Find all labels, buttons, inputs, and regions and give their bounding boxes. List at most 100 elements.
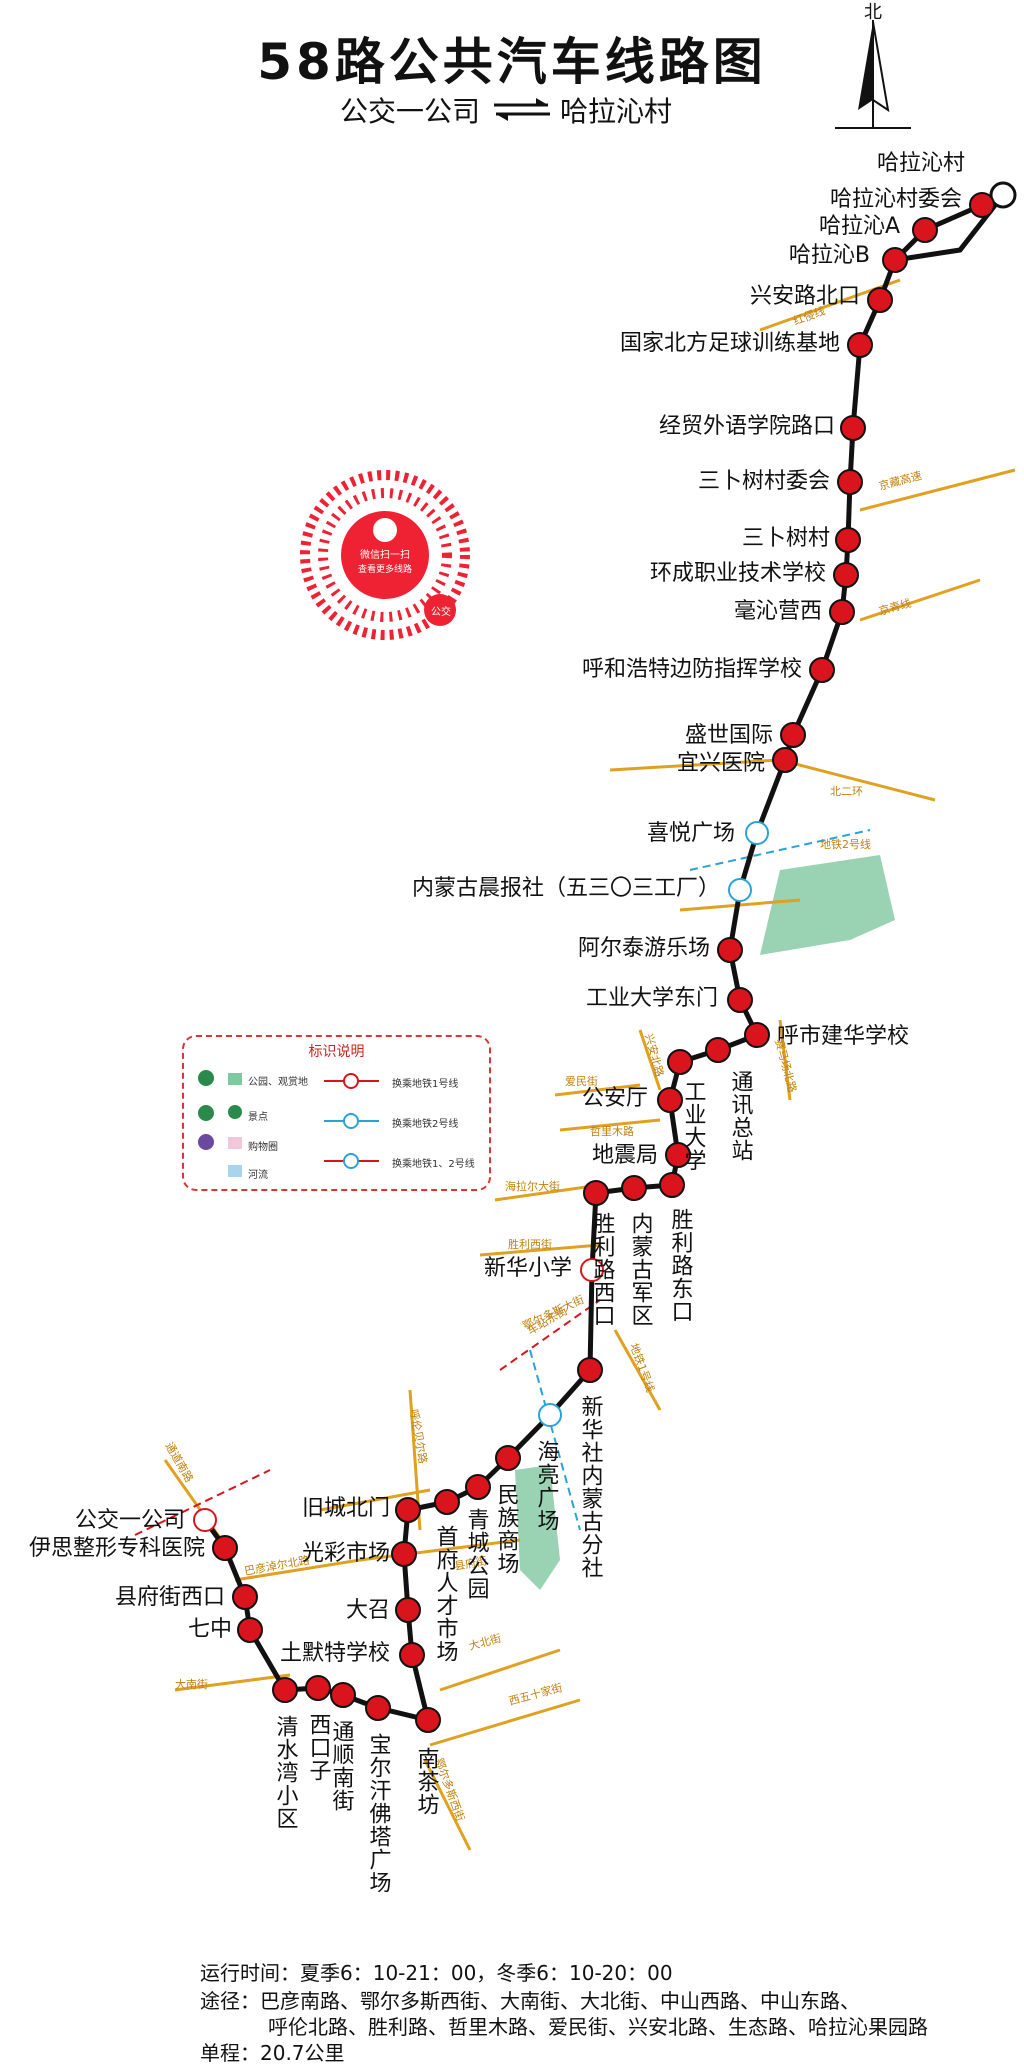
- stop-label: 地震局: [592, 1143, 658, 1168]
- stop-label: 首府人才市场: [433, 1525, 459, 1663]
- stop-label: 哈拉沁村: [877, 151, 965, 176]
- stop-label: 工业大学: [681, 1080, 707, 1172]
- legend-title: 标识说明: [308, 1044, 365, 1060]
- road-label: 爱民街: [565, 1074, 598, 1088]
- shopping-swatch: [228, 1137, 242, 1149]
- legend-park: 公园、观赏地: [248, 1077, 308, 1088]
- stop-marker[interactable]: [232, 1584, 258, 1610]
- stop-label: 宝尔汗佛塔广场: [366, 1733, 392, 1894]
- stop-marker[interactable]: [395, 1497, 421, 1523]
- stop-marker[interactable]: [969, 192, 995, 218]
- road-line: [174, 1673, 291, 1692]
- stop-marker[interactable]: [840, 415, 866, 441]
- road-label: 胜利西街: [508, 1237, 552, 1251]
- stop-label: 大召: [346, 1598, 390, 1623]
- park-swatch: [228, 1073, 242, 1085]
- road-line: [554, 1083, 641, 1097]
- stop-marker[interactable]: [415, 1707, 441, 1733]
- metro1-line: [499, 1299, 601, 1371]
- stop-marker[interactable]: [833, 562, 859, 588]
- road-line: [439, 1648, 561, 1692]
- stop-marker[interactable]: [882, 247, 908, 273]
- road-label: 大北街: [467, 1631, 502, 1653]
- stop-marker[interactable]: [434, 1489, 460, 1515]
- stop-label: 新华小学: [484, 1256, 572, 1281]
- footer-hours: 运行时间：夏季6：10-21：00，冬季6：10-20：00: [200, 1961, 673, 1985]
- stop-marker[interactable]: [391, 1541, 417, 1567]
- footer-distance: 单程：20.7公里: [200, 2041, 345, 2065]
- stop-marker[interactable]: [193, 1508, 217, 1532]
- stop-label: 县府街西口: [115, 1585, 225, 1610]
- qr-code[interactable]: 微信扫一扫 查看更多线路 公交: [300, 470, 470, 640]
- stop-marker[interactable]: [399, 1642, 425, 1668]
- road-label: 西五十家街: [507, 1680, 564, 1708]
- stop-label: 海亮广场: [534, 1440, 560, 1532]
- stop-marker[interactable]: [395, 1597, 421, 1623]
- road-line: [778, 1019, 792, 1101]
- stop-marker[interactable]: [809, 657, 835, 683]
- stop-label: 旧城北门: [302, 1496, 390, 1521]
- stop-marker[interactable]: [847, 332, 873, 358]
- metro2-line: [529, 1349, 581, 1531]
- stop-marker[interactable]: [657, 1087, 683, 1113]
- stop-label: 南茶坊: [414, 1747, 440, 1816]
- stop-marker[interactable]: [867, 287, 893, 313]
- road-label: 海拉尔大街: [505, 1179, 560, 1193]
- stop-label: 盛世国际: [685, 723, 773, 748]
- stop-marker[interactable]: [772, 747, 798, 773]
- stop-marker[interactable]: [835, 527, 861, 553]
- stop-marker[interactable]: [727, 987, 753, 1013]
- stop-marker[interactable]: [495, 1445, 521, 1471]
- stop-marker[interactable]: [237, 1617, 263, 1643]
- stop-marker[interactable]: [580, 1258, 604, 1282]
- stop-marker[interactable]: [837, 469, 863, 495]
- shopping-icon: [198, 1134, 214, 1150]
- qr-line1: 微信扫一扫: [360, 550, 410, 561]
- stop-marker[interactable]: [665, 1142, 691, 1168]
- stop-label: 哈拉沁B: [789, 243, 870, 268]
- destination-label: 哈拉沁村: [560, 95, 673, 128]
- stop-label: 通顺南街: [329, 1720, 355, 1812]
- stop-marker[interactable]: [583, 1180, 609, 1206]
- north-label: 北: [864, 2, 882, 23]
- road-line: [429, 1698, 581, 1747]
- stop-label: 内蒙古军区: [628, 1212, 653, 1327]
- stop-label: 公交一公司: [75, 1508, 185, 1533]
- stop-marker[interactable]: [305, 1675, 331, 1701]
- stop-label: 内蒙古晨报社（五三〇三工厂）: [412, 876, 720, 901]
- road-line: [859, 578, 981, 622]
- stop-label: 三卜树村: [742, 526, 830, 551]
- stop-marker[interactable]: [365, 1695, 391, 1721]
- metro-legend-icons: [324, 1073, 379, 1169]
- road-label: 鄂尔多斯大街: [520, 1292, 586, 1333]
- stop-label: 阿尔泰游乐场: [578, 936, 710, 961]
- stop-label: 哈拉沁村委会: [830, 187, 962, 212]
- stop-marker[interactable]: [989, 181, 1017, 209]
- stop-label: 伊思整形专科医院: [29, 1536, 205, 1561]
- stop-marker[interactable]: [745, 821, 769, 845]
- stop-label: 经贸外语学院路口: [659, 414, 835, 439]
- stop-marker[interactable]: [667, 1049, 693, 1075]
- stop-marker[interactable]: [717, 937, 743, 963]
- road-label: 北二环: [830, 785, 863, 798]
- stop-marker[interactable]: [621, 1175, 647, 1201]
- road-line: [559, 1118, 661, 1132]
- qr-pattern-icon: [300, 470, 470, 640]
- stop-marker[interactable]: [538, 1403, 562, 1427]
- stop-label: 清水湾小区: [273, 1715, 299, 1830]
- stop-label: 哈拉沁A: [819, 214, 900, 239]
- road-label: 京青线: [877, 596, 912, 618]
- road-label: 地铁2号线: [820, 837, 871, 851]
- stop-marker[interactable]: [744, 1022, 770, 1048]
- stop-marker[interactable]: [780, 722, 806, 748]
- stop-marker[interactable]: [212, 1535, 238, 1561]
- stop-marker[interactable]: [465, 1474, 491, 1500]
- stop-marker[interactable]: [272, 1677, 298, 1703]
- stop-marker[interactable]: [829, 599, 855, 625]
- stop-marker[interactable]: [659, 1172, 685, 1198]
- stop-marker[interactable]: [705, 1037, 731, 1063]
- stop-marker[interactable]: [912, 217, 938, 243]
- stop-marker[interactable]: [577, 1357, 603, 1383]
- stop-marker[interactable]: [330, 1682, 356, 1708]
- stop-marker[interactable]: [728, 878, 752, 902]
